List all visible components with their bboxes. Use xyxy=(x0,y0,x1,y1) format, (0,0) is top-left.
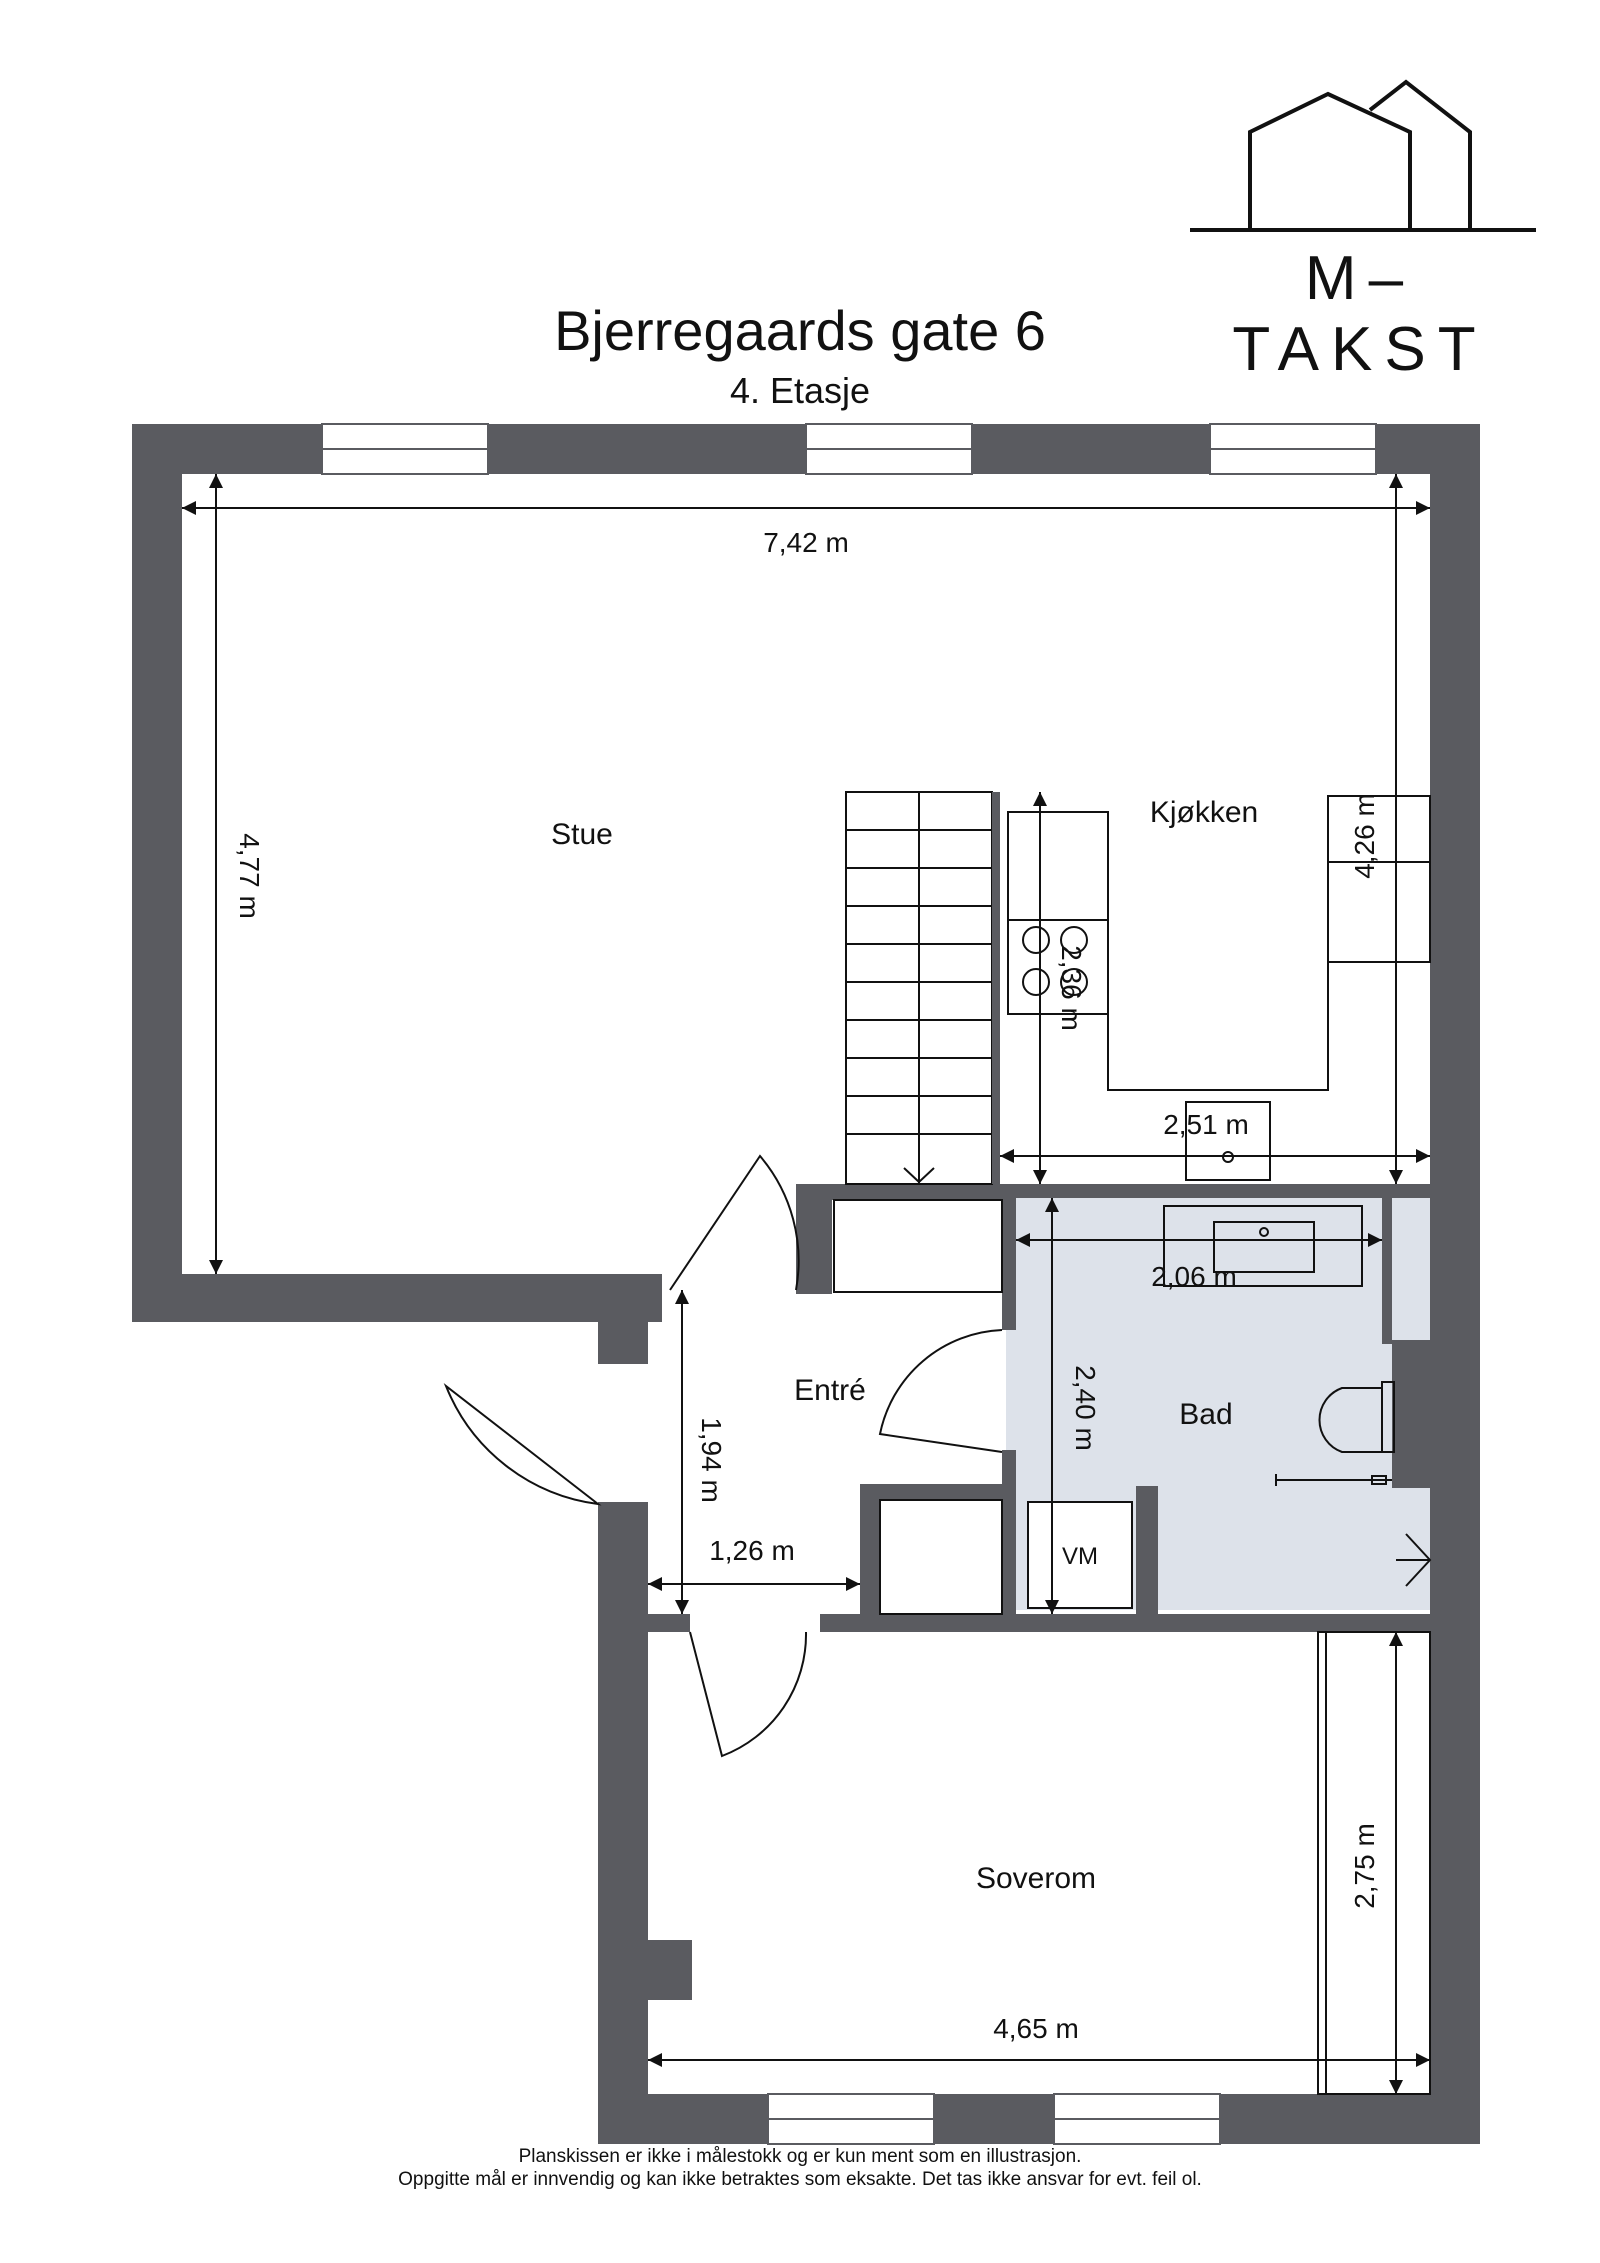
floor-subtitle: 4. Etasje xyxy=(729,370,871,411)
dim-kjokken-counter: 2,36 m xyxy=(1056,945,1087,1031)
disclaimer: Planskissen er ikke i målestokk og er ku… xyxy=(0,2145,1600,2191)
logo-text: M–TAKST xyxy=(1232,244,1488,384)
dim-bad-height: 2,40 m xyxy=(1070,1365,1101,1451)
dim-entre-width: 1,26 m xyxy=(709,1535,795,1566)
dim-soverom-width: 4,65 m xyxy=(993,2013,1079,2044)
house-outline-icon xyxy=(1190,79,1536,232)
closet xyxy=(833,1199,1003,1615)
wardrobe xyxy=(1317,1631,1431,2095)
room-label-soverom: Soverom xyxy=(976,1862,1096,1895)
disclaimer-line-2: Oppgitte mål er innvendig og kan ikke be… xyxy=(398,2169,1202,2190)
dim-soverom-height: 2,75 m xyxy=(1349,1823,1380,1909)
dimension-lines xyxy=(182,474,1430,2094)
dim-stue-width: 7,42 m xyxy=(763,527,849,558)
plan-title: Bjerregaards gate 6 xyxy=(554,299,1046,362)
dim-stue-height: 4,77 m xyxy=(234,833,265,919)
disclaimer-line-1: Planskissen er ikke i målestokk og er ku… xyxy=(518,2146,1082,2167)
dim-entre-height: 1,94 m xyxy=(696,1417,727,1503)
staircase xyxy=(845,791,1000,1185)
room-label-kjokken: Kjøkken xyxy=(1150,796,1258,829)
room-label-entre: Entré xyxy=(794,1374,866,1407)
room-label-stue: Stue xyxy=(551,818,613,851)
room-label-bad: Bad xyxy=(1179,1398,1232,1431)
doors xyxy=(443,1154,1003,1758)
washing-machine-label: VM xyxy=(1062,1543,1098,1570)
dim-kjokken-height: 4,26 m xyxy=(1349,793,1380,879)
dim-bad-width: 2,06 m xyxy=(1151,1261,1237,1292)
windows xyxy=(321,423,1377,2145)
dim-kjokken-width: 2,51 m xyxy=(1163,1109,1249,1140)
